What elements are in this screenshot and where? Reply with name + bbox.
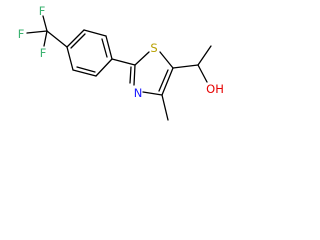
molecule-structure: F F F S N OH <box>18 4 224 121</box>
bond-cf3-c-f-left <box>26 30 48 34</box>
bond-thiazole-n-c2 <box>133 64 136 86</box>
bond-cf3-c-f-bottom <box>43 30 48 47</box>
bond-carbinol-methyl <box>197 45 212 66</box>
bond-carbinol-oxygen <box>197 64 208 83</box>
atom-fluorine-top: F <box>39 4 46 18</box>
bond-benzene-6 <box>66 29 85 48</box>
bond-thiazole-n-c2-double <box>129 66 132 84</box>
atom-sulfur: S <box>150 41 157 55</box>
atom-fluorine-bottom: F <box>40 46 47 60</box>
bond-benzene-double-3 <box>70 33 86 49</box>
bond-benzene-4 <box>105 35 113 60</box>
bond-cf3-c-f-top <box>42 15 48 32</box>
atom-hydroxyl: OH <box>206 82 224 96</box>
bond-benzene-1 <box>66 46 74 71</box>
bond-benzene-double-1 <box>76 66 96 73</box>
bond-c4-methyl <box>161 94 169 121</box>
bond-benzene-3 <box>95 58 113 77</box>
bond-thiazole-c4-n <box>142 91 163 96</box>
bond-cf3-to-ring <box>46 30 68 48</box>
atom-fluorine-left: F <box>18 27 25 41</box>
bond-benzene-2 <box>72 69 97 77</box>
atom-nitrogen: N <box>134 86 143 100</box>
bond-benzene-double-2 <box>101 38 108 58</box>
bond-benzene-5 <box>83 29 107 37</box>
bond-thiazole-c5-c4-double <box>158 69 169 92</box>
bond-thiazole-s-c5 <box>159 51 174 69</box>
bond-phenyl-thiazole <box>111 58 136 66</box>
bond-thiazole-c5-c4 <box>161 67 174 96</box>
bond-thiazole-c2-s <box>134 51 150 66</box>
bond-c5-carbinol <box>172 64 199 69</box>
